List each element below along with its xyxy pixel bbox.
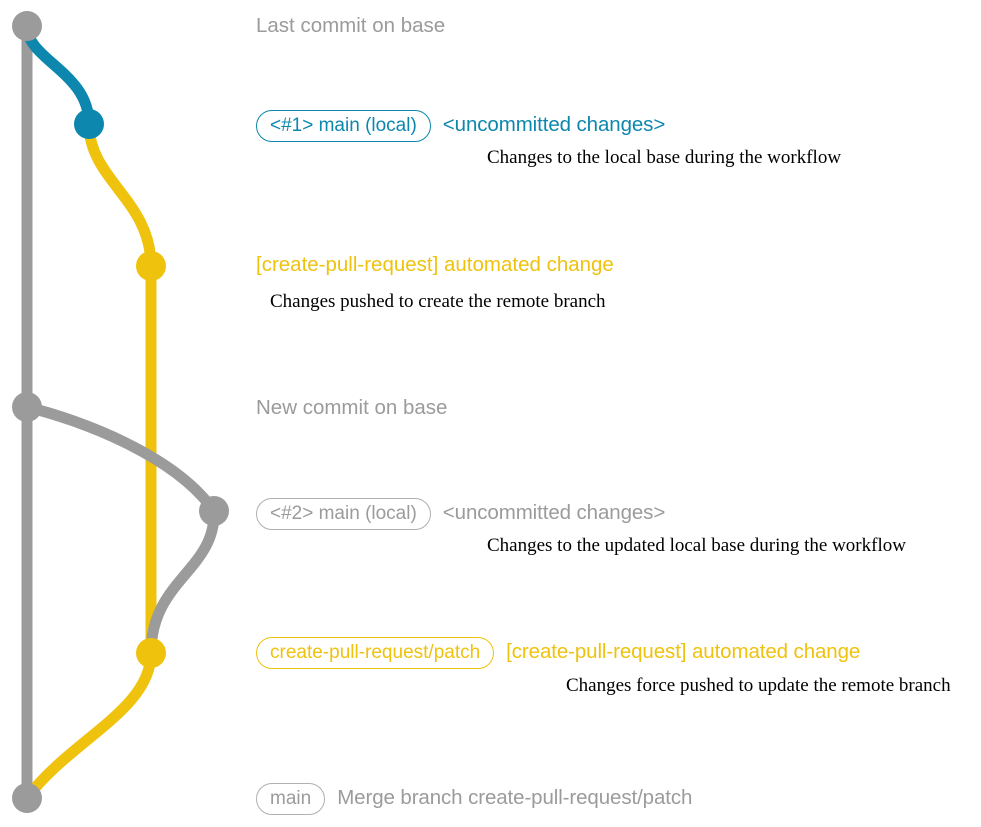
commit-node-base-new[interactable] (12, 392, 42, 422)
commit-description-local-2: Changes to the updated local base during… (487, 535, 906, 556)
commit-subject-base-last: Last commit on base (256, 14, 446, 37)
commit-subject-remote-1: [create-pull-request] automated change (256, 253, 614, 276)
commit-subject-local-2: <uncommitted changes> (442, 501, 666, 524)
commit-row-merge: main Merge branch create-pull-request/pa… (256, 783, 692, 815)
edge-local2-to-remote2 (145, 505, 220, 659)
commit-node-base-last[interactable] (12, 11, 42, 41)
commit-description-remote-1: Changes pushed to create the remote bran… (270, 291, 606, 312)
edge-basenew-to-local2 (21, 401, 220, 517)
commit-row-local-1: <#1> main (local) <uncommitted changes> (256, 110, 665, 142)
commit-node-merge[interactable] (12, 783, 42, 813)
commit-description-local-1: Changes to the local base during the wor… (487, 147, 842, 168)
branch-badge-remote-2[interactable]: create-pull-request/patch (256, 637, 495, 669)
edge-remote2-to-merge (21, 647, 157, 804)
edge-base-to-local1 (21, 20, 95, 130)
edge-local1-to-remote1 (83, 118, 157, 272)
commit-subject-merge: Merge branch create-pull-request/patch (337, 786, 693, 809)
commit-description-remote-2: Changes force pushed to update the remot… (566, 675, 951, 696)
commit-node-local-2[interactable] (199, 496, 229, 526)
commit-subject-local-1: <uncommitted changes> (442, 113, 666, 136)
commit-node-local-1[interactable] (74, 109, 104, 139)
commit-subject-base-new: New commit on base (256, 396, 448, 419)
commit-row-remote-2: create-pull-request/patch [create-pull-r… (256, 637, 860, 669)
branch-badge-local-1[interactable]: <#1> main (local) (256, 110, 431, 142)
commit-node-remote-2[interactable] (136, 638, 166, 668)
branch-badge-main[interactable]: main (256, 783, 326, 815)
commit-row-local-2: <#2> main (local) <uncommitted changes> (256, 498, 665, 530)
branch-badge-local-2[interactable]: <#2> main (local) (256, 498, 431, 530)
commit-subject-remote-2: [create-pull-request] automated change (506, 640, 861, 663)
commit-node-remote-1[interactable] (136, 251, 166, 281)
